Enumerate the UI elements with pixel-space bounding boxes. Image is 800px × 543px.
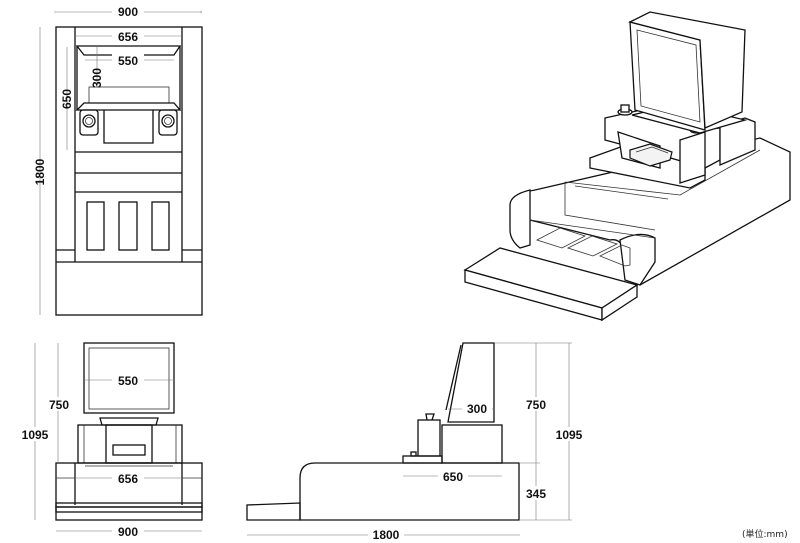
side-view: 300 650 750 345 1095 1800 (246, 342, 586, 542)
front-total-height-label: 1095 (22, 428, 49, 442)
side-monitor-depth-label: 300 (467, 402, 487, 416)
side-base-height-label: 345 (526, 487, 546, 501)
front-view: 550 750 1095 656 900 (18, 342, 203, 539)
top-height-label: 1800 (33, 158, 47, 185)
unit-label: (単位:mm) (742, 528, 788, 540)
front-width-label: 900 (118, 525, 138, 539)
button-icon (82, 114, 96, 128)
side-length-label: 1800 (373, 528, 400, 542)
top-width-label: 900 (118, 5, 138, 19)
top-view: 900 656 550 300 650 1800 (33, 5, 203, 316)
top-screen-width-label: 550 (118, 54, 138, 68)
top-screen-height-label: 300 (90, 68, 104, 88)
top-upper-height-label: 650 (60, 89, 74, 109)
top-inner-width-label: 656 (118, 30, 138, 44)
side-upper-height-label: 750 (526, 398, 546, 412)
front-screen-width-label: 550 (118, 374, 138, 388)
front-upper-height-label: 750 (49, 398, 69, 412)
isometric-view (463, 11, 791, 322)
side-total-height-label: 1095 (556, 428, 583, 442)
front-body-width-label: 656 (118, 472, 138, 486)
reader-device-icon (629, 143, 673, 167)
button-icon (161, 114, 175, 128)
side-body-depth-label: 650 (443, 470, 463, 484)
